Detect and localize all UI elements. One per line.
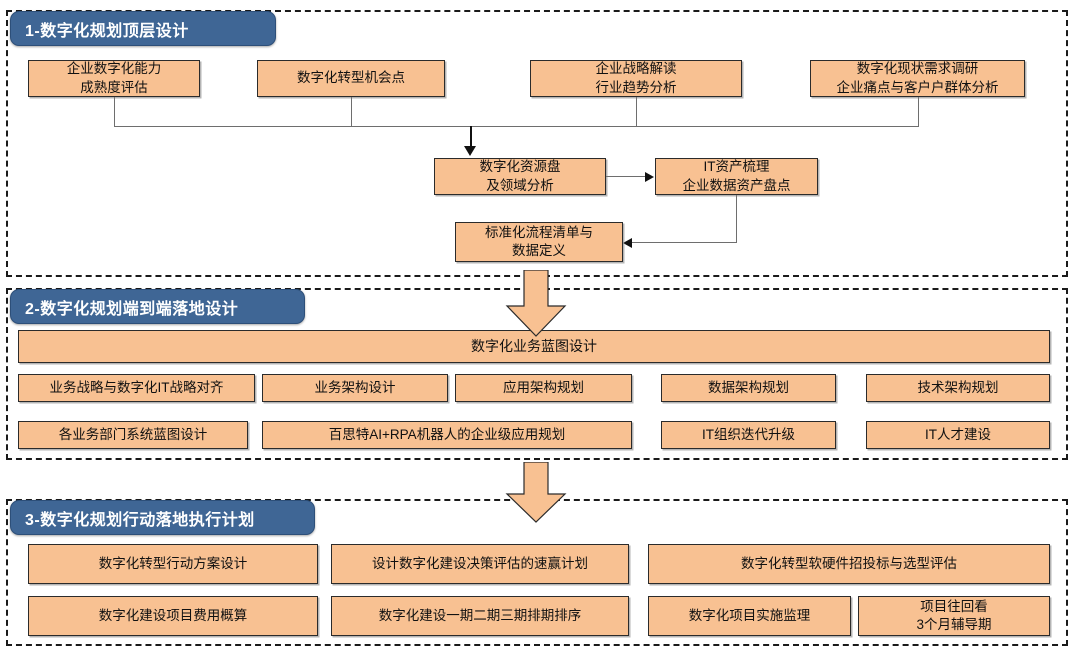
box-strategy-interpretation[interactable]: 企业战略解读 行业趋势分析 <box>530 60 742 97</box>
arrow-right-to-itasset-icon <box>645 172 654 182</box>
box-project-retrospective-coaching[interactable]: 项目往回看 3个月辅导期 <box>858 596 1050 636</box>
box-text-line1: 项目往回看 <box>920 598 988 614</box>
box-transformation-action-plan-design[interactable]: 数字化转型行动方案设计 <box>28 544 318 584</box>
box-text-line2: 成熟度评估 <box>80 79 148 95</box>
box-text: IT组织迭代升级 <box>702 426 795 442</box>
box-text-line2: 企业数据资产盘点 <box>682 177 791 193</box>
box-text: 技术架构规划 <box>917 379 999 395</box>
box-lines: 标准化流程清单与 数据定义 <box>485 224 593 260</box>
box-it-asset-inventory[interactable]: IT资产梳理 企业数据资产盘点 <box>655 158 818 195</box>
connector-bus-horizontal <box>114 126 919 127</box>
box-text: 应用架构规划 <box>503 379 584 395</box>
connector-resource-to-itasset <box>606 176 646 177</box>
box-department-system-blueprint[interactable]: 各业务部门系统蓝图设计 <box>18 421 248 449</box>
box-text: 设计数字化建设决策评估的速赢计划 <box>372 555 588 571</box>
block-arrow-section1-to-section2-icon <box>505 270 567 338</box>
box-application-architecture-planning[interactable]: 应用架构规划 <box>455 374 632 402</box>
box-text: 数字化建设一期二期三期排期排序 <box>378 607 582 623</box>
box-standard-process-data-definition[interactable]: 标准化流程清单与 数据定义 <box>455 222 623 262</box>
section-2-title: 2-数字化规划端到端落地设计 <box>25 300 239 318</box>
box-text-line1: 标准化流程清单与 <box>485 224 593 240</box>
box-biz-it-strategy-alignment[interactable]: 业务战略与数字化IT战略对齐 <box>18 374 255 402</box>
section-3-badge: 3-数字化规划行动落地执行计划 <box>10 500 315 535</box>
box-text: IT人才建设 <box>925 426 991 442</box>
section-3-title: 3-数字化规划行动落地执行计划 <box>25 511 255 529</box>
box-hardware-software-tender-evaluation[interactable]: 数字化转型软硬件招投标与选型评估 <box>648 544 1050 584</box>
box-it-talent-development[interactable]: IT人才建设 <box>866 421 1050 449</box>
box-project-implementation-supervision[interactable]: 数字化项目实施监理 <box>648 596 851 636</box>
connector-drop-box1 <box>114 97 115 126</box>
box-text-line2: 行业趋势分析 <box>595 79 677 95</box>
box-it-organization-upgrade[interactable]: IT组织迭代升级 <box>661 421 836 449</box>
box-text-line1: 数字化现状需求调研 <box>856 61 979 77</box>
box-text-line2: 及领域分析 <box>486 177 554 193</box>
box-text: 数字化转型软硬件招投标与选型评估 <box>741 555 957 571</box>
box-text-line1: 数字化转型机会点 <box>297 70 405 86</box>
section-1-title: 1-数字化规划顶层设计 <box>25 22 189 40</box>
box-technology-architecture-planning[interactable]: 技术架构规划 <box>866 374 1050 402</box>
box-text: 数字化项目实施监理 <box>688 607 811 623</box>
box-text-line2: 3个月辅导期 <box>916 617 992 632</box>
box-text-line2: 企业痛点与客户户群体分析 <box>836 79 999 95</box>
connector-drop-box2 <box>351 97 352 126</box>
section-2-badge: 2-数字化规划端到端落地设计 <box>10 289 305 324</box>
arrow-down-to-resource-icon <box>464 146 476 156</box>
box-digital-resource-inventory[interactable]: 数字化资源盘 及领域分析 <box>434 158 606 195</box>
box-quick-win-plan[interactable]: 设计数字化建设决策评估的速赢计划 <box>331 544 629 584</box>
box-text: 数字化建设项目费用概算 <box>98 607 248 623</box>
box-capability-maturity[interactable]: 企业数字化能力 成熟度评估 <box>28 60 200 97</box>
box-current-state-survey[interactable]: 数字化现状需求调研 企业痛点与客户户群体分析 <box>810 60 1025 97</box>
box-phase-scheduling[interactable]: 数字化建设一期二期三期排期排序 <box>331 596 629 636</box>
box-project-cost-estimate[interactable]: 数字化建设项目费用概算 <box>28 596 318 636</box>
box-text: 各业务部门系统蓝图设计 <box>58 426 208 442</box>
box-line-1: 企业数字化能力 成熟度评估 <box>67 60 162 96</box>
box-lines: IT资产梳理 企业数据资产盘点 <box>683 158 791 194</box>
banner-text: 数字化业务蓝图设计 <box>471 338 597 355</box>
box-transformation-opportunity[interactable]: 数字化转型机会点 <box>257 60 445 97</box>
box-text-line1: IT资产梳理 <box>703 159 770 175</box>
box-business-architecture-design[interactable]: 业务架构设计 <box>262 374 448 402</box>
box-ai-rpa-enterprise-application-planning[interactable]: 百思特AI+RPA机器人的企业级应用规划 <box>262 421 632 449</box>
connector-itasset-to-standard <box>632 242 737 243</box>
box-data-architecture-planning[interactable]: 数据架构规划 <box>661 374 836 402</box>
section-1-badge: 1-数字化规划顶层设计 <box>10 11 276 46</box>
box-digital-business-blueprint[interactable]: 数字化业务蓝图设计 <box>18 330 1050 363</box>
arrow-left-to-standard-icon <box>623 238 632 248</box>
box-text-line1: 企业数字化能力 <box>66 61 162 77</box>
box-lines: 企业战略解读 行业趋势分析 <box>596 60 677 96</box>
box-text: 数据架构规划 <box>708 379 789 395</box>
connector-drop-box4 <box>918 97 919 126</box>
box-text-line1: 企业战略解读 <box>595 61 677 77</box>
box-lines: 项目往回看 3个月辅导期 <box>916 598 991 634</box>
connector-itasset-down <box>736 195 737 243</box>
box-text: 业务架构设计 <box>314 379 396 395</box>
box-lines: 数字化资源盘 及领域分析 <box>480 158 561 194</box>
box-text-line1: 数字化资源盘 <box>479 159 561 175</box>
connector-bus-to-resource <box>470 126 472 148</box>
box-lines: 数字化现状需求调研 企业痛点与客户户群体分析 <box>837 60 999 96</box>
box-text: 数字化转型行动方案设计 <box>98 555 248 571</box>
connector-drop-box3 <box>636 97 637 126</box>
box-text: 业务战略与数字化IT战略对齐 <box>49 379 224 395</box>
box-text-line2: 数据定义 <box>512 243 566 258</box>
block-arrow-section2-to-section3-icon <box>505 462 567 524</box>
box-text: 百思特AI+RPA机器人的企业级应用规划 <box>328 426 566 442</box>
